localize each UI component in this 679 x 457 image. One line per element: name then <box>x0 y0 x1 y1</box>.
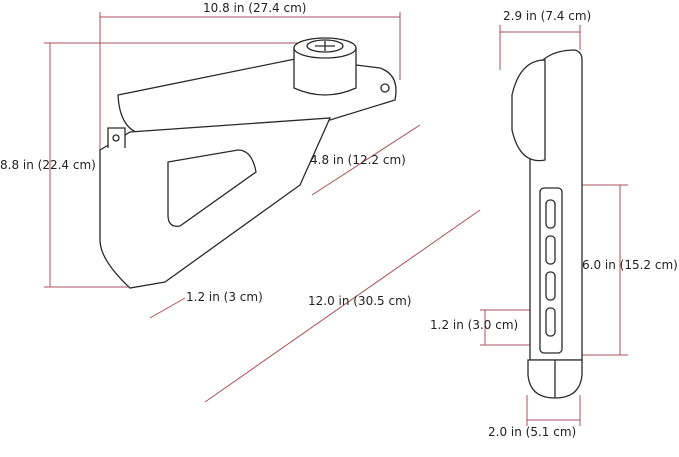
slot-spacing-label: 1.2 in (3.0 cm) <box>430 318 519 332</box>
side-knob <box>511 59 546 162</box>
grip-thickness-label: 1.2 in (3 cm) <box>186 290 263 304</box>
thickness-dim-line <box>149 297 186 319</box>
mount-hole <box>380 83 390 93</box>
arm-length-label: 4.8 in (12.2 cm) <box>310 153 406 167</box>
base-depth-label: 2.0 in (5.1 cm) <box>488 425 577 439</box>
grip-height-label: 6.0 in (15.2 cm) <box>582 258 678 272</box>
knob <box>293 47 357 96</box>
width-label: 10.8 in (27.4 cm) <box>203 1 307 15</box>
grip-body <box>99 117 332 289</box>
arm-dim-line <box>311 124 421 196</box>
dimension-lines <box>44 12 628 426</box>
height-label: 8.8 in (22.4 cm) <box>0 158 96 172</box>
side-depth-label: 2.9 in (7.4 cm) <box>503 9 592 23</box>
front-view <box>99 37 397 289</box>
diagonal-length-label: 12.0 in (30.5 cm) <box>308 294 412 308</box>
side-view <box>511 49 583 399</box>
grip-cutout <box>167 149 257 227</box>
diagonal-dim-line <box>204 209 481 403</box>
